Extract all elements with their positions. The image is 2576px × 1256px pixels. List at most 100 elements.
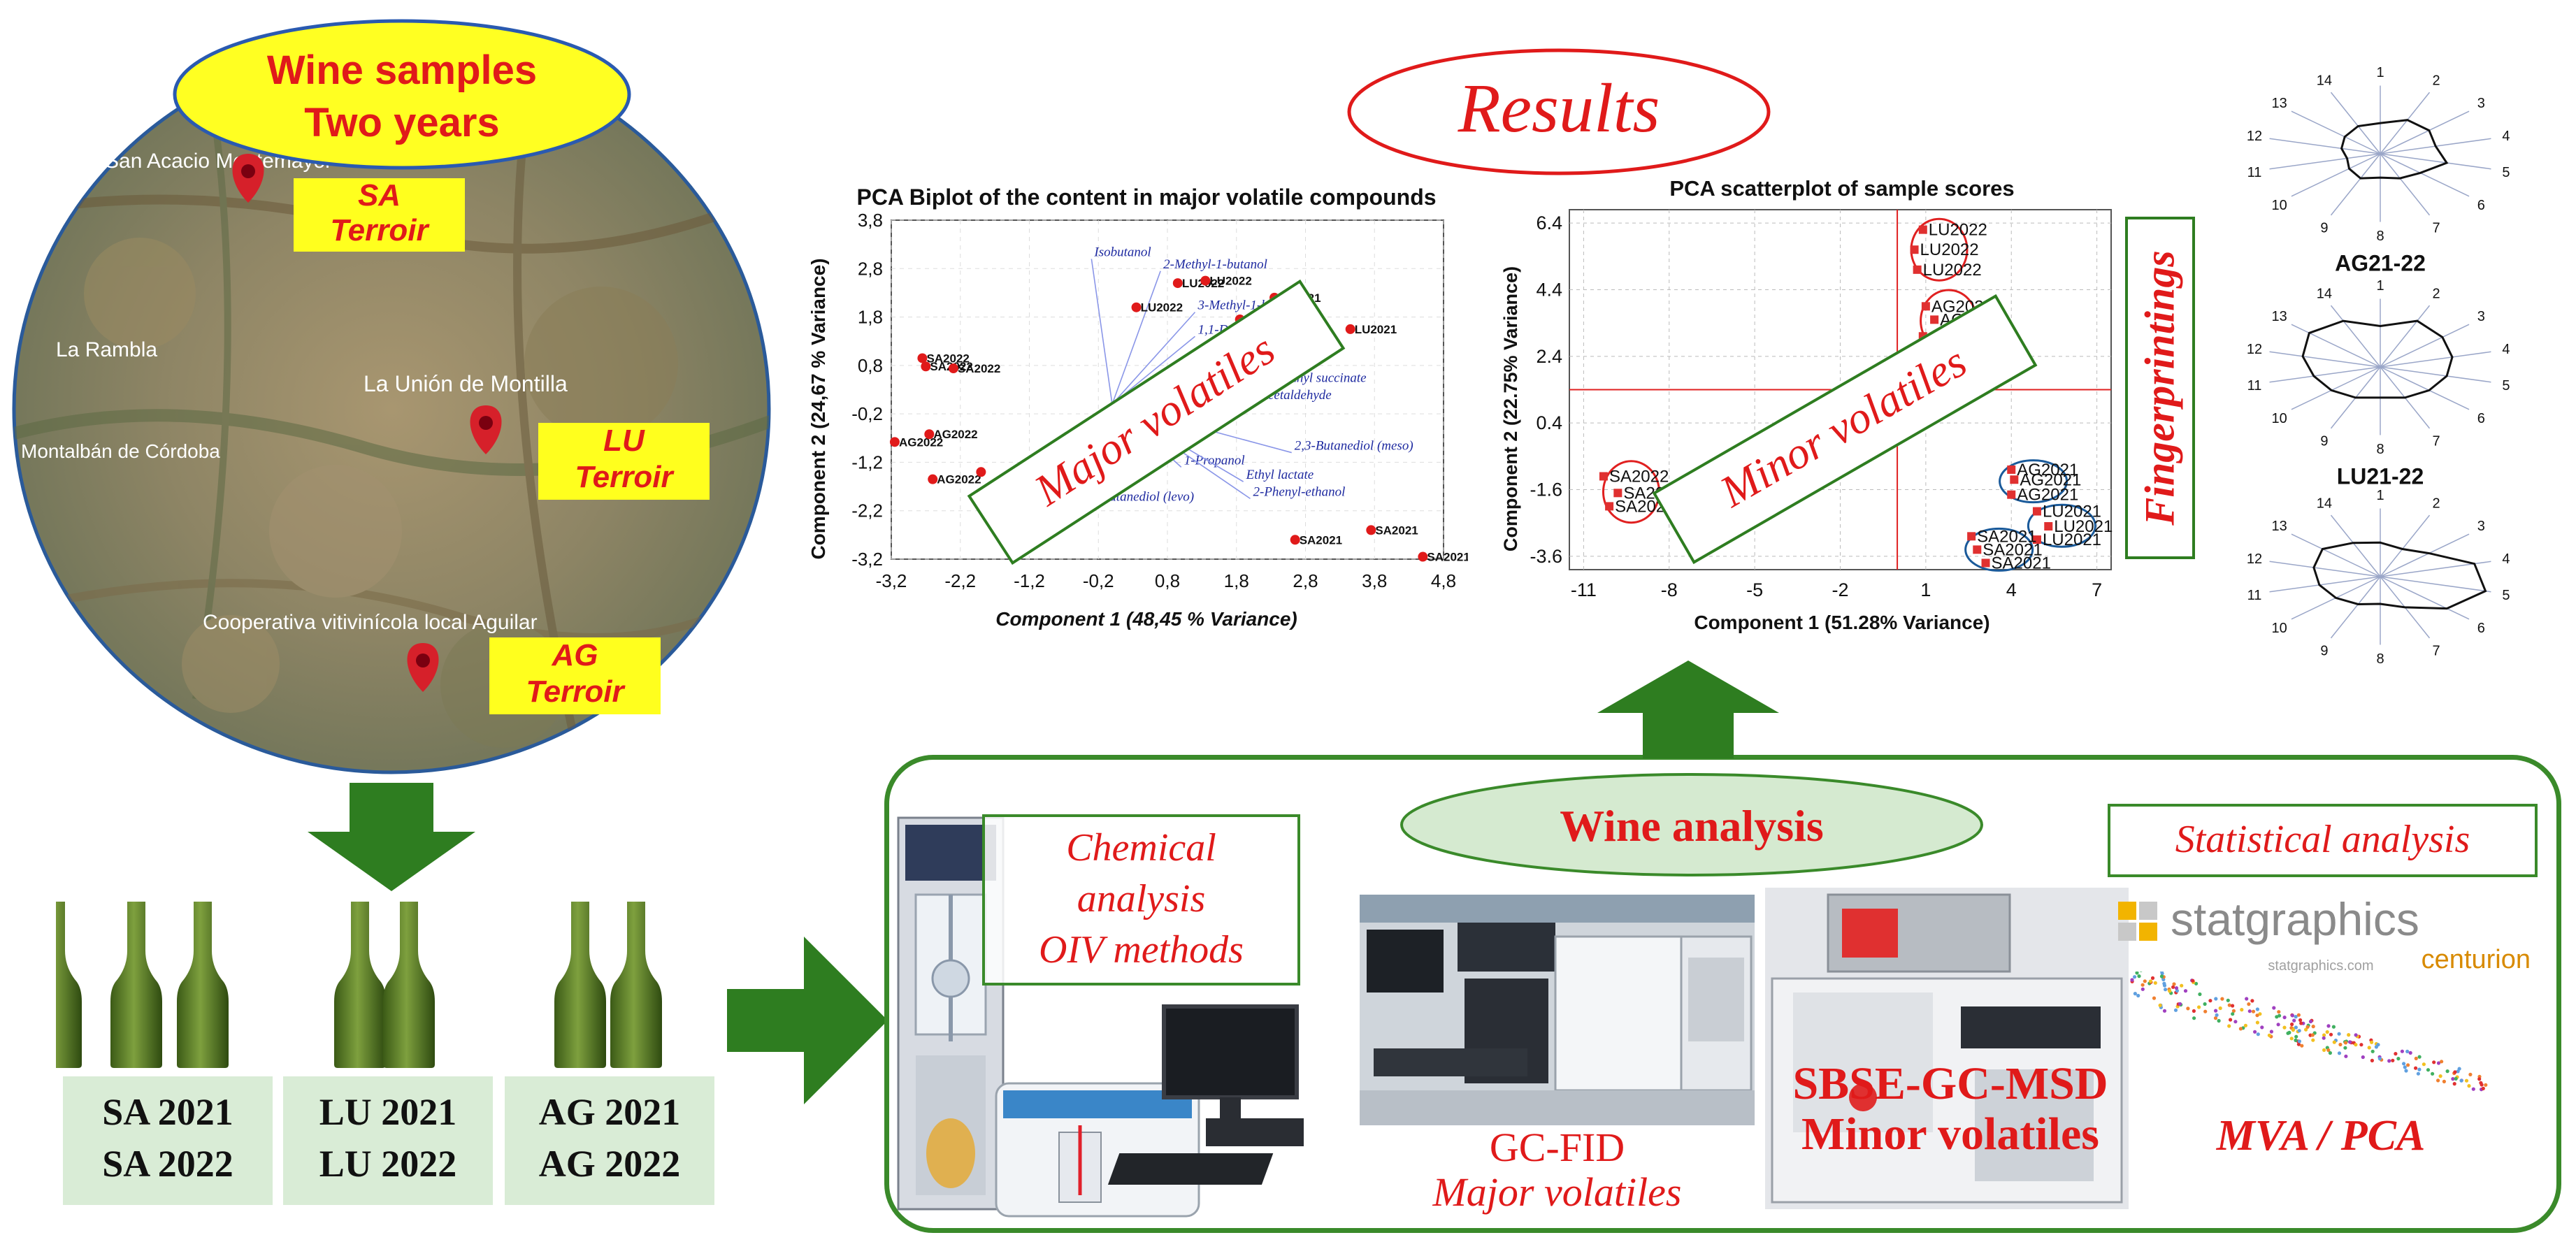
biplot-title: PCA Biplot of the content in major volat… — [856, 185, 1436, 210]
mva-dot — [2203, 1002, 2207, 1006]
mva-dot — [2218, 1006, 2222, 1011]
terroir-code: SA — [357, 178, 401, 212]
scatter-ylabel: Component 2 (22.75% Variance) — [1500, 266, 1521, 551]
mva-dot — [2267, 1033, 2271, 1037]
chemical-line: analysis — [1077, 877, 1206, 921]
point-label: SA2022 — [958, 362, 1000, 375]
point-label: SA2021 — [1300, 533, 1342, 547]
radar-axis — [2269, 366, 2381, 383]
mva-dot — [2480, 1083, 2484, 1087]
radar-axis-label: 2 — [2433, 73, 2440, 89]
mva-dot — [2250, 999, 2254, 1003]
mva-dot — [2213, 1016, 2218, 1020]
terroir-label: Terroir — [575, 460, 673, 494]
statgraphics-logo-icon — [2118, 902, 2157, 941]
mva-dot — [2214, 997, 2218, 1001]
x-tick-label: 7 — [2092, 579, 2102, 600]
point-label: SA2021 — [1983, 540, 2042, 559]
radar-axis-label: 12 — [2247, 551, 2262, 567]
mva-dot — [2406, 1063, 2410, 1067]
x-tick-label: 4,8 — [1431, 570, 1456, 591]
mva-dot — [2276, 1023, 2280, 1027]
terroir-code: LU — [603, 424, 645, 458]
radar-axis — [2380, 110, 2470, 154]
mva-dot — [2400, 1049, 2404, 1053]
mva-dot — [2215, 1013, 2219, 1017]
point-label: LU2022 — [1141, 301, 1183, 315]
data-point — [2007, 490, 2016, 499]
mva-dot — [2322, 1048, 2326, 1052]
mva-dot — [2255, 1013, 2259, 1018]
radar-axis — [2330, 305, 2381, 368]
mva-dot — [2338, 1042, 2343, 1047]
y-tick-label: -2,2 — [851, 500, 883, 521]
mva-dot — [2174, 986, 2179, 990]
data-point — [976, 467, 986, 477]
radar-axis-label: 4 — [2502, 342, 2510, 357]
data-point — [1345, 324, 1355, 334]
statgraphics-logo: statgraphics centurion statgraphics.com — [2118, 893, 2531, 974]
chemical-analysis-box: Chemical analysis OIV methods — [982, 814, 1300, 986]
mva-dot — [2417, 1055, 2422, 1059]
sbse-gc-msd-instrument-image — [1765, 888, 2129, 1209]
radar-axis-label: 9 — [2320, 220, 2328, 236]
mva-dot — [2227, 1003, 2231, 1007]
radar-axis-label: 10 — [2272, 411, 2287, 426]
map-pin-icon — [470, 405, 502, 454]
data-point — [928, 474, 938, 484]
mva-dot — [2391, 1058, 2395, 1062]
sample-year: LU 2022 — [319, 1143, 457, 1185]
mva-dot — [2152, 996, 2157, 1000]
radar-axis — [2380, 366, 2470, 410]
bottle-icon — [334, 902, 386, 1068]
mva-dot — [2414, 1056, 2418, 1060]
scatter-xlabel: Component 1 (51.28% Variance) — [1694, 612, 1989, 633]
mva-dot — [2396, 1057, 2401, 1061]
point-label: AG2021 — [2017, 486, 2078, 505]
mva-dot — [2243, 1023, 2247, 1027]
data-point — [2032, 507, 2041, 516]
map-title-line1: Wine samples — [267, 48, 537, 93]
radar-charts: 1234567891011121314AG21-2212345678910111… — [2247, 65, 2510, 675]
radar-axis-label: 3 — [2477, 309, 2485, 324]
radar-title: AG21-22 — [2335, 251, 2426, 276]
mva-dot — [2347, 1033, 2351, 1037]
data-point — [1605, 502, 1614, 511]
mva-dot — [2291, 1028, 2295, 1032]
mva-dot — [2247, 1002, 2251, 1006]
radar-axis-label: 13 — [2272, 309, 2287, 324]
mva-dot — [2332, 1040, 2336, 1044]
mva-dot — [2290, 1022, 2294, 1027]
x-tick-label: -8 — [1661, 579, 1678, 600]
sbse-target: Minor volatiles — [1801, 1109, 2099, 1160]
radar-axis-label: 11 — [2247, 588, 2262, 603]
mva-dot — [2275, 1015, 2279, 1019]
mva-dot — [2304, 1027, 2308, 1032]
y-tick-label: 3,8 — [858, 210, 883, 231]
radar-axis — [2269, 138, 2381, 154]
mva-dot — [2343, 1041, 2348, 1045]
mva-dot — [2367, 1046, 2371, 1050]
radar-axis-label: 12 — [2247, 342, 2262, 357]
loading-label: 2,3-Butanediol (meso) — [1295, 439, 1413, 454]
point-label: AG2021 — [2017, 461, 2078, 479]
bottle-icon — [383, 902, 435, 1068]
mva-dot — [2282, 1025, 2287, 1030]
loading-label: Isobutanol — [1093, 245, 1151, 259]
point-label: SA2022 — [926, 352, 969, 365]
radar-axis-label: 13 — [2272, 519, 2287, 534]
data-point — [2010, 475, 2019, 484]
x-tick-label: -5 — [1746, 579, 1763, 600]
mva-dot — [2256, 1032, 2260, 1037]
mva-dot — [2148, 979, 2153, 983]
mva-dot — [2178, 1002, 2182, 1006]
radar-title: SA21-22 — [2336, 674, 2424, 675]
radar-axis — [2269, 351, 2381, 368]
y-tick-label: -0,2 — [851, 403, 883, 424]
mva-dot — [2445, 1069, 2449, 1074]
radar-axis — [2291, 533, 2381, 577]
mva-dot — [2255, 1020, 2259, 1025]
mva-dot — [2436, 1061, 2441, 1065]
mva-dot — [2377, 1057, 2382, 1061]
mva-dot — [2150, 976, 2155, 980]
